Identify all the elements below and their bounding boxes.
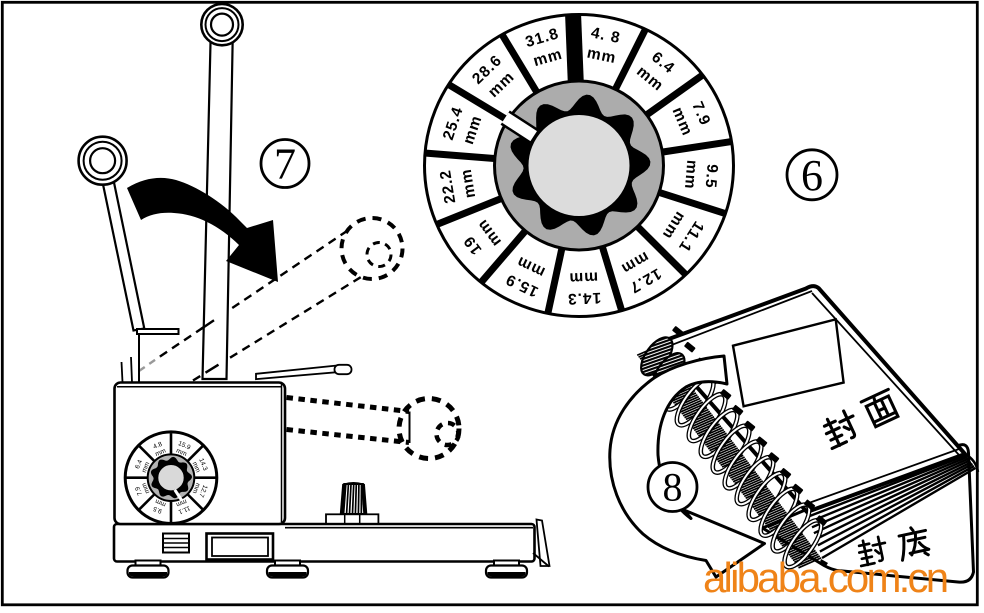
svg-text:alibaba.com.cn: alibaba.com.cn [703, 554, 947, 601]
svg-text:14.3: 14.3 [567, 289, 602, 307]
svg-text:6: 6 [801, 151, 823, 200]
svg-text:7: 7 [274, 139, 296, 188]
svg-text:mm: mm [681, 159, 700, 190]
svg-text:9.5: 9.5 [702, 163, 721, 189]
svg-text:mm: mm [568, 268, 598, 286]
svg-text:8: 8 [663, 465, 683, 510]
